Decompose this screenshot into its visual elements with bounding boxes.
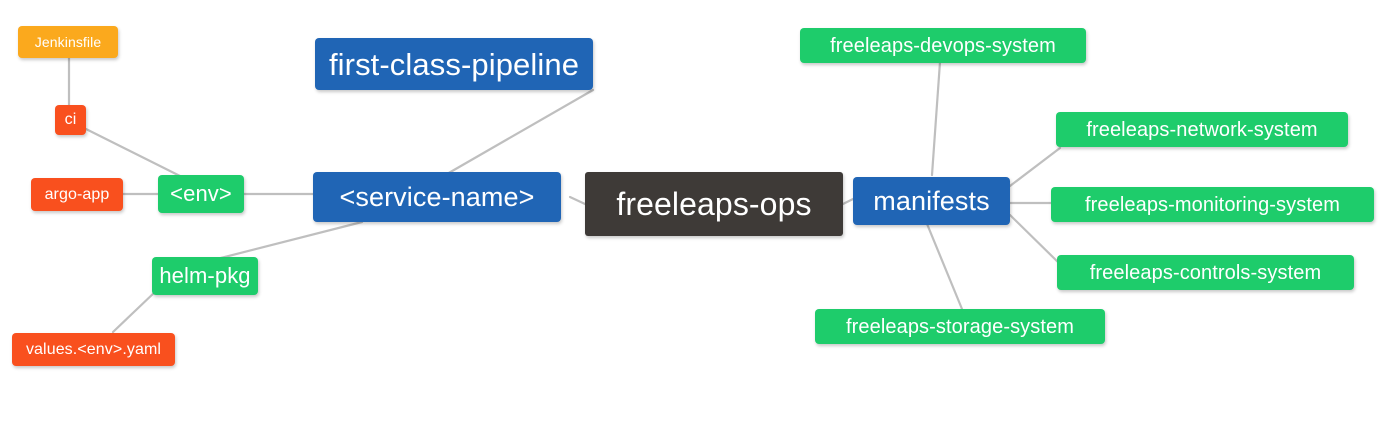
node-label-manifests: manifests bbox=[873, 185, 990, 216]
node-label-freeleaps-controls-system: freeleaps-controls-system bbox=[1089, 261, 1322, 284]
node-label-jenkinsfile: Jenkinsfile bbox=[34, 34, 102, 50]
edge-service-name-first-class-pipeline bbox=[445, 88, 595, 176]
node-freeleaps-storage-system[interactable]: freeleaps-storage-system bbox=[815, 309, 1105, 344]
edge-env-ci bbox=[84, 127, 182, 178]
node-helm-pkg[interactable]: helm-pkg bbox=[152, 257, 258, 295]
edge-manifests-controls-system bbox=[1008, 213, 1064, 268]
edge-manifests-network-system bbox=[1008, 146, 1062, 188]
node-label-ci: ci bbox=[64, 111, 77, 128]
node-freeleaps-controls-system[interactable]: freeleaps-controls-system bbox=[1057, 255, 1354, 290]
node-freeleaps-network-system[interactable]: freeleaps-network-system bbox=[1056, 112, 1348, 147]
node-label-env: <env> bbox=[170, 181, 232, 206]
node-first-class-pipeline[interactable]: first-class-pipeline bbox=[315, 38, 593, 90]
node-freeleaps-devops-system[interactable]: freeleaps-devops-system bbox=[800, 28, 1086, 63]
node-values-yaml[interactable]: values.<env>.yaml bbox=[12, 333, 175, 366]
node-label-argo-app: argo-app bbox=[44, 185, 110, 203]
edge-root-service-name bbox=[568, 195, 587, 206]
node-label-freeleaps-ops: freeleaps-ops bbox=[616, 186, 812, 222]
node-label-service-name: <service-name> bbox=[339, 181, 535, 212]
node-label-helm-pkg: helm-pkg bbox=[159, 263, 251, 288]
node-freeleaps-ops[interactable]: freeleaps-ops bbox=[585, 172, 843, 236]
node-label-freeleaps-monitoring-system: freeleaps-monitoring-system bbox=[1084, 193, 1340, 216]
edge-manifests-devops-system bbox=[930, 60, 942, 177]
node-service-name[interactable]: <service-name> bbox=[313, 172, 561, 222]
node-label-freeleaps-network-system: freeleaps-network-system bbox=[1086, 118, 1318, 141]
node-label-first-class-pipeline: first-class-pipeline bbox=[328, 46, 580, 82]
edge-service-name-helm-pkg bbox=[203, 220, 364, 264]
edge-root-manifests bbox=[841, 197, 855, 206]
node-env[interactable]: <env> bbox=[158, 175, 244, 213]
node-ci[interactable]: ci bbox=[55, 105, 86, 135]
node-argo-app[interactable]: argo-app bbox=[31, 178, 123, 211]
edge-helm-pkg-values-yaml bbox=[111, 289, 158, 334]
edge-manifests-storage-system bbox=[923, 217, 964, 311]
node-jenkinsfile[interactable]: Jenkinsfile bbox=[18, 26, 118, 58]
node-label-freeleaps-devops-system: freeleaps-devops-system bbox=[830, 34, 1056, 57]
node-label-freeleaps-storage-system: freeleaps-storage-system bbox=[845, 315, 1075, 338]
node-freeleaps-monitoring-system[interactable]: freeleaps-monitoring-system bbox=[1051, 187, 1374, 222]
node-label-values-yaml: values.<env>.yaml bbox=[25, 340, 162, 358]
node-manifests[interactable]: manifests bbox=[853, 177, 1010, 225]
